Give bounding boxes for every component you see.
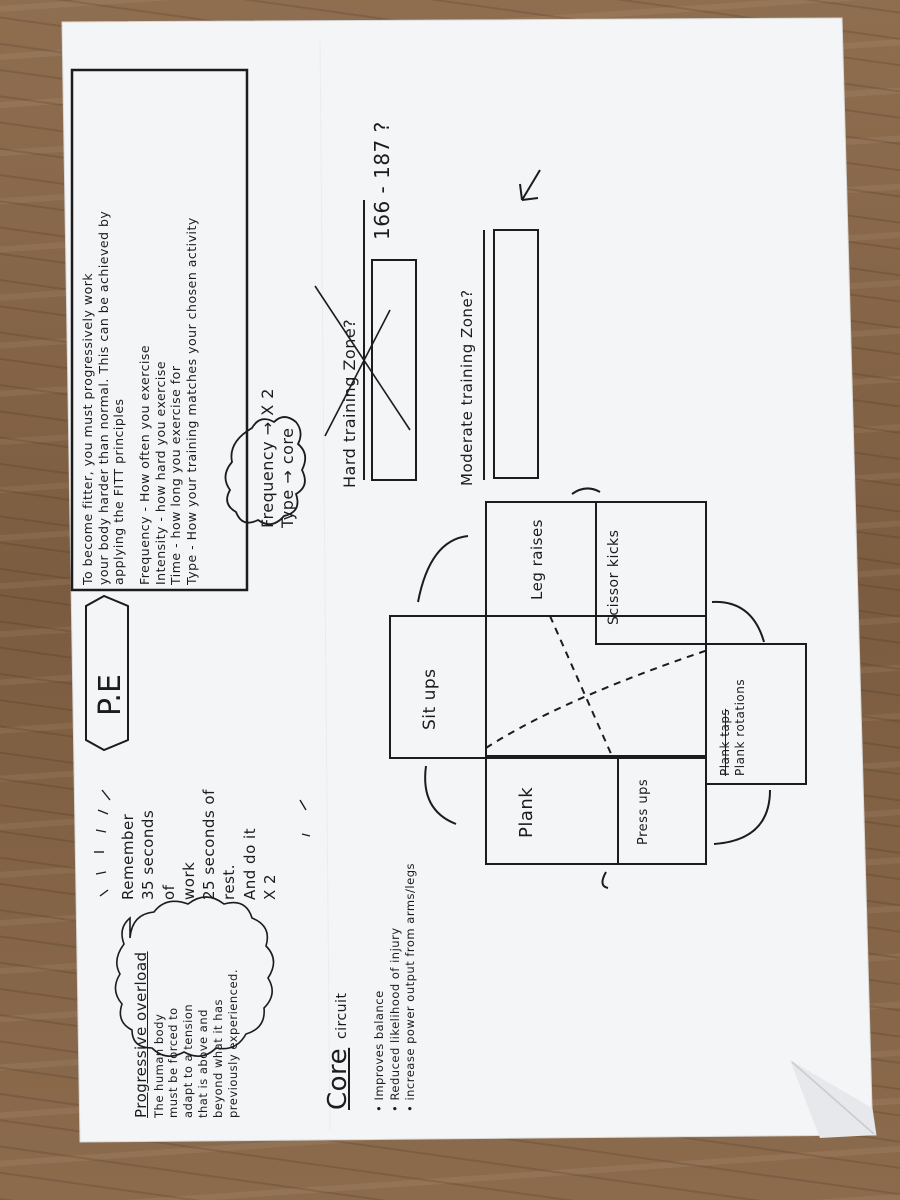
page-title: P.E (93, 674, 128, 716)
station-plank-rotations-label: Plank rotations (733, 678, 747, 776)
fitt-principles-box (70, 68, 249, 592)
moderate-zone-label: Moderate training Zone? (458, 289, 476, 486)
station-plank-rotations: Plank taps Plank rotations (718, 646, 748, 776)
remember-line: Remember (119, 813, 137, 900)
fitt-principles-text: To become fitter, you must progressively… (80, 75, 199, 585)
moderate-zone-box (493, 229, 539, 479)
station-plank: Plank (516, 786, 537, 838)
principles-line: To become fitter, you must progressively… (80, 272, 95, 585)
core-subtitle: circuit (334, 992, 350, 1040)
fitt-cloud-text: Frequency → X 2 Type → core (258, 388, 298, 528)
core-circuit-heading: Core circuit (322, 993, 355, 1110)
hard-zone-value: 166 - 187 ? (370, 121, 394, 240)
remember-line: rest. (220, 863, 239, 900)
pe-title-frame (85, 594, 129, 752)
core-benefit: • Reduced likelihood of injury (387, 927, 402, 1112)
station-press-ups: Press ups (636, 778, 651, 845)
progressive-overload-title: Progressive overload (132, 951, 150, 1118)
remember-line: of (159, 884, 178, 900)
principles-line: Intensity - how hard you exercise (152, 360, 168, 585)
remember-dashes (94, 789, 311, 897)
type-value: → core (278, 427, 297, 484)
remember-note: Remember 35 seconds of work 25 seconds o… (118, 789, 280, 900)
principles-line: applying the FITT principles (111, 398, 127, 585)
core-benefits-list: • Improves balance • Reduced likelihood … (372, 863, 419, 1112)
principles-line: Type - How your training matches your ch… (183, 217, 199, 585)
remember-line: And do it (240, 827, 259, 900)
frequency-value: → X 2 (258, 388, 277, 436)
progressive-overload-note: Progressive overload The human body must… (132, 951, 241, 1118)
core-benefit: • Improves balance (372, 990, 386, 1112)
station-leg-raises: Leg raises (528, 519, 546, 600)
crossed-out-text: Plank taps (718, 708, 732, 776)
fitt-cloud (224, 416, 307, 526)
progressive-overload-cloud (114, 896, 275, 1057)
principles-line: Time - how long you exercise for (168, 365, 184, 585)
frequency-label: Frequency (258, 440, 277, 528)
remember-line: 35 seconds (139, 809, 158, 900)
principles-line: your body harder than normal. This can b… (95, 210, 111, 585)
principles-line: Frequency - How often you exercise (136, 344, 152, 585)
type-label: Type (278, 489, 297, 528)
remember-line: work (179, 861, 198, 900)
station-sit-ups: Sit ups (420, 668, 440, 730)
core-title: Core (323, 1047, 353, 1110)
station-scissor-kicks: Scissor kicks (606, 529, 622, 625)
hard-zone-label: Hard training Zone? (340, 318, 359, 488)
arrow-icon (519, 169, 541, 201)
hard-zone-box (371, 259, 417, 481)
remember-line: 25 seconds of (200, 789, 218, 900)
circuit-diagram (389, 487, 807, 889)
core-benefit: • increase power output from arms/legs (403, 863, 418, 1112)
remember-line: X 2 (260, 873, 279, 900)
